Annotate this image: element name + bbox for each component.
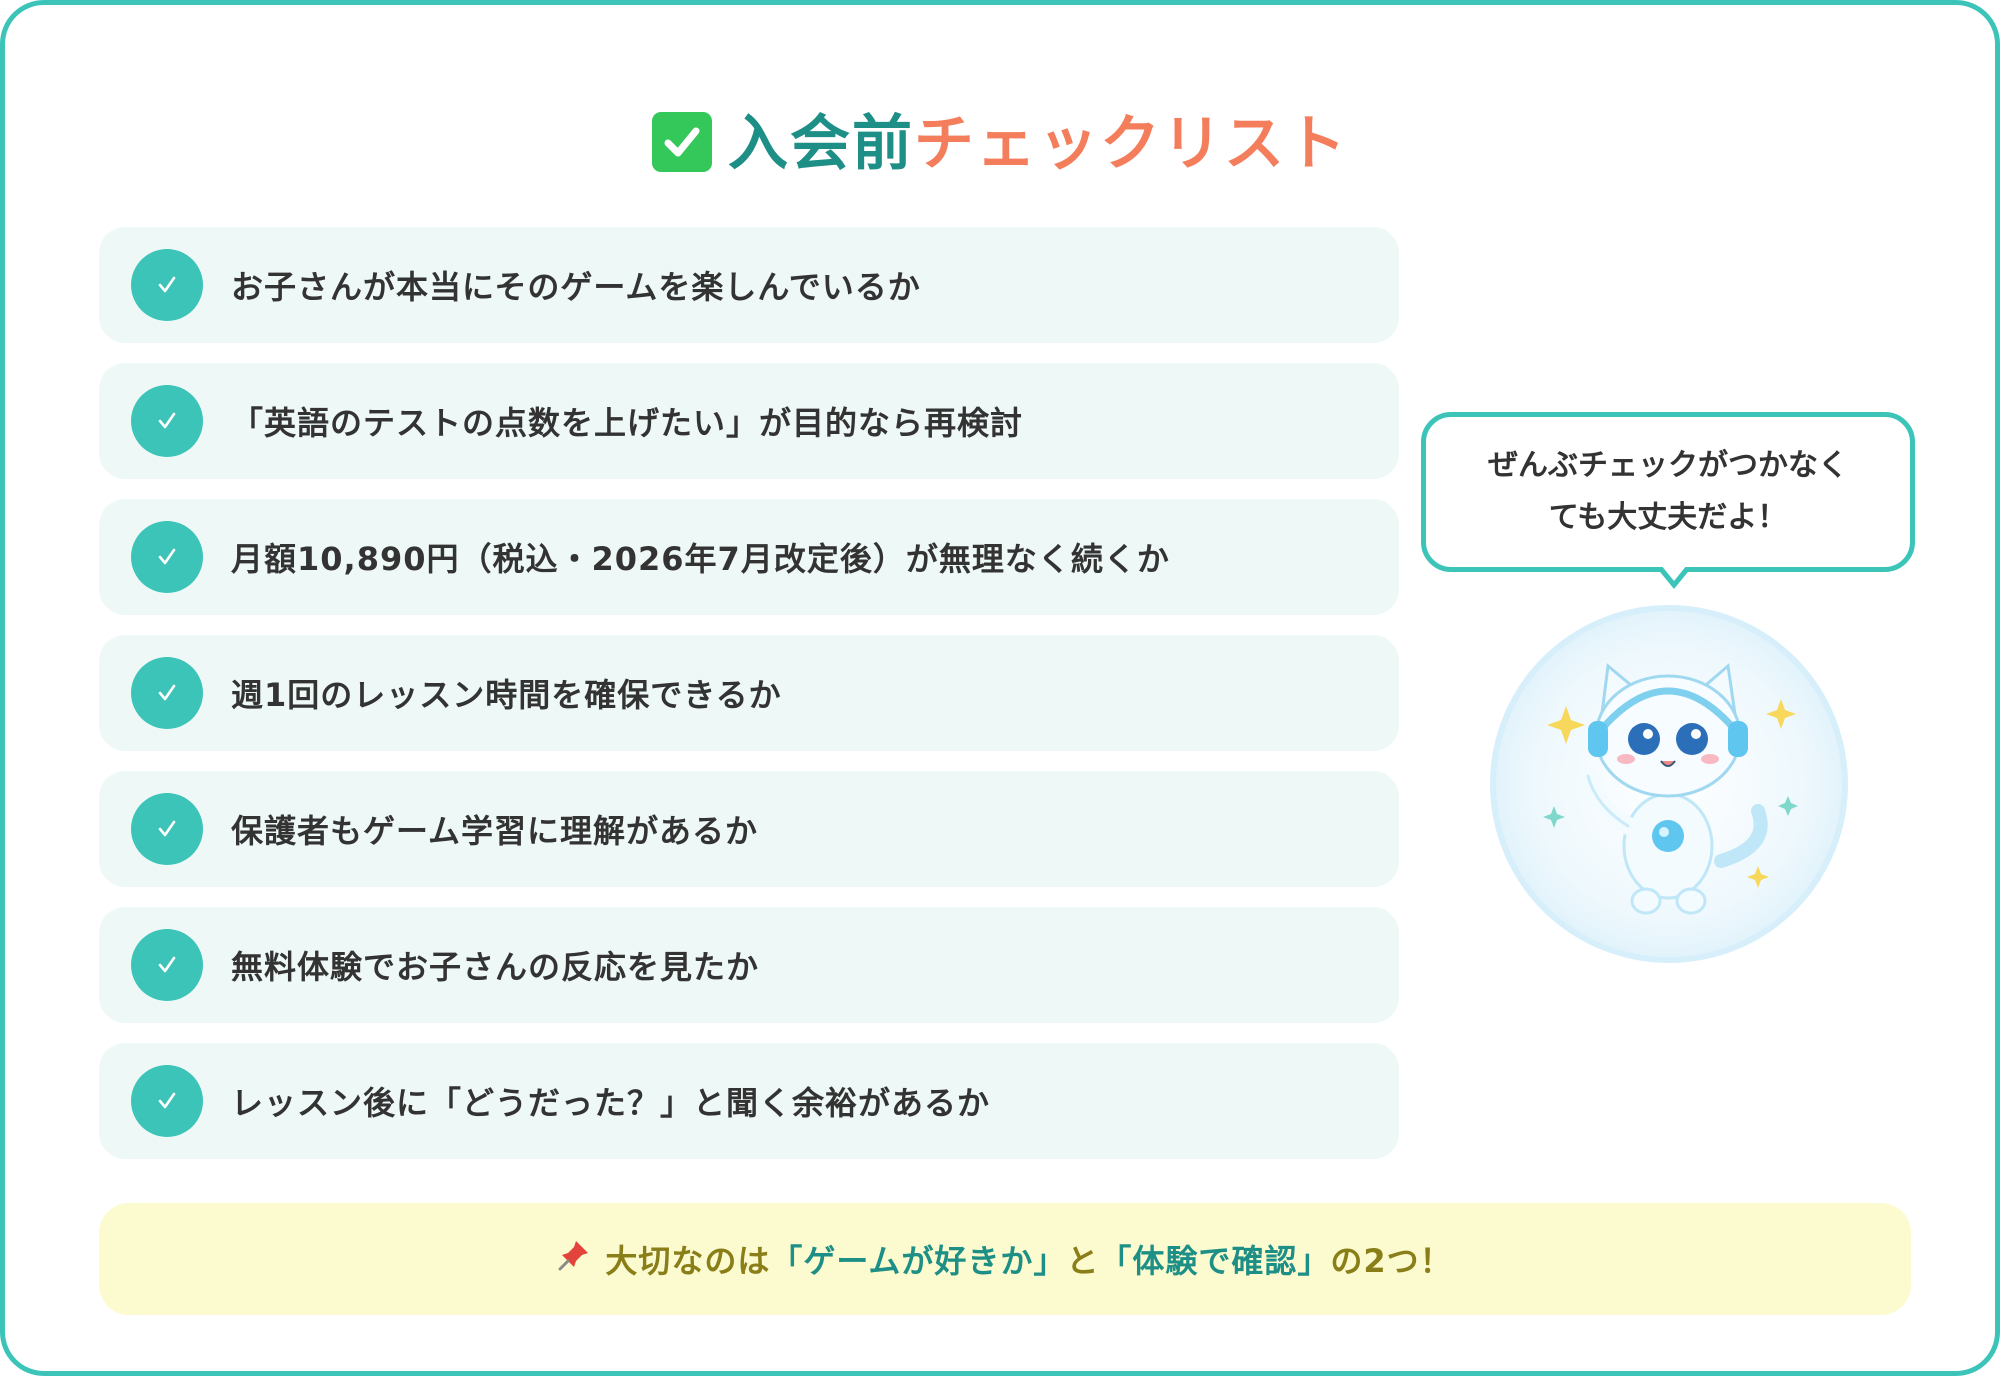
checklist-item-label: 週1回のレッスン時間を確保できるか (231, 676, 782, 714)
checklist-item: レッスン後に「どうだった？」と聞く余裕があるか (99, 1043, 1399, 1159)
checkmark-icon (131, 929, 203, 1001)
checklist-item-label: 保護者もゲーム学習に理解があるか (231, 812, 759, 850)
check-box-icon (652, 112, 712, 172)
checklist-item-label: レッスン後に「どうだった？」と聞く余裕があるか (231, 1084, 991, 1122)
title-part2: チェックリスト (914, 109, 1348, 179)
key-point-note: 大切なのは「ゲームが好きか」と「体験で確認」の2つ！ (99, 1203, 1911, 1315)
title-part1: 入会前 (728, 109, 914, 179)
checklist: お子さんが本当にそのゲームを楽しんでいるか 「英語のテストの点数を上げたい」が目… (99, 227, 1399, 1179)
checklist-item: 無料体験でお子さんの反応を見たか (99, 907, 1399, 1023)
checklist-item: 月額10,890円（税込・2026年7月改定後）が無理なく続くか (99, 499, 1399, 615)
speech-bubble-line1: ぜんぶチェックがつかなく (1488, 448, 1848, 483)
checkmark-icon (131, 385, 203, 457)
checkmark-icon (131, 1065, 203, 1137)
checklist-item-label: 「英語のテストの点数を上げたい」が目的なら再検討 (231, 404, 1024, 442)
speech-bubble: ぜんぶチェックがつかなく ても大丈夫だよ！ (1421, 412, 1915, 589)
checkmark-icon (131, 793, 203, 865)
note-seg2: 「ゲームが好きか」 (770, 1242, 1067, 1280)
page-title: 入会前チェックリスト (5, 95, 1995, 182)
mascot-avatar (1490, 605, 1848, 963)
speech-bubble-line2: ても大丈夫だよ！ (1548, 500, 1788, 535)
pushpin-icon (557, 1238, 591, 1280)
checklist-item-label: 無料体験でお子さんの反応を見たか (231, 948, 760, 986)
checklist-item: 保護者もゲーム学習に理解があるか (99, 771, 1399, 887)
checklist-item-label: お子さんが本当にそのゲームを楽しんでいるか (231, 268, 921, 306)
checkmark-icon (131, 657, 203, 729)
checklist-item: お子さんが本当にそのゲームを楽しんでいるか (99, 227, 1399, 343)
note-seg4: 「体験で確認」 (1099, 1242, 1331, 1280)
checkmark-icon (131, 249, 203, 321)
note-seg1: 大切なのは (605, 1242, 771, 1280)
checklist-item: 「英語のテストの点数を上げたい」が目的なら再検討 (99, 363, 1399, 479)
note-seg3: と (1066, 1242, 1100, 1280)
speech-bubble-tail-inner (1661, 565, 1687, 581)
checklist-item: 週1回のレッスン時間を確保できるか (99, 635, 1399, 751)
cat-mascot-icon (1543, 663, 1798, 915)
note-seg5: の2つ！ (1330, 1242, 1453, 1280)
checkmark-icon (131, 521, 203, 593)
checklist-item-label: 月額10,890円（税込・2026年7月改定後）が無理なく続くか (231, 540, 1170, 578)
